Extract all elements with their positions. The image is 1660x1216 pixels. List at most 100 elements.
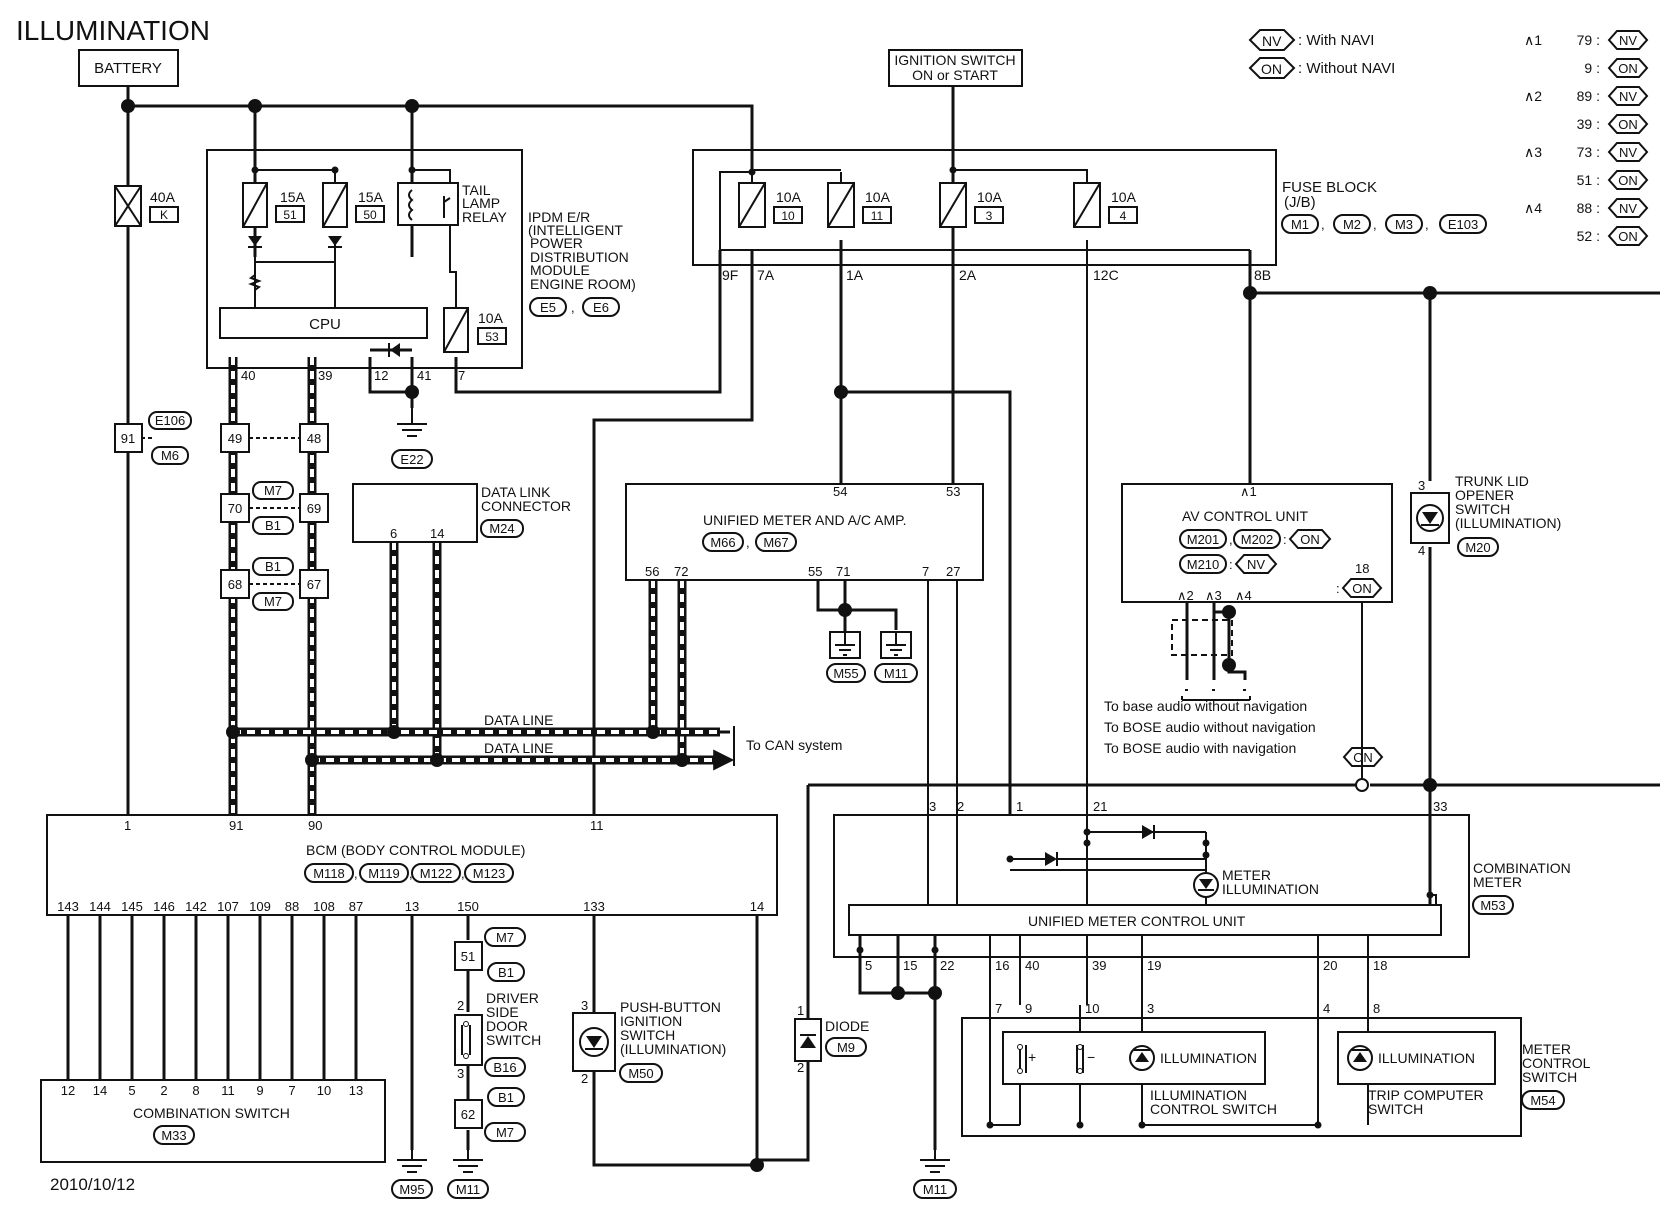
bcm-bottom-pin-109: 109	[249, 899, 271, 914]
bcm-conn-1: M119	[368, 866, 400, 881]
trunk-conn: M20	[1465, 540, 1490, 555]
legend-pin-5: 51 :	[1577, 172, 1600, 188]
fuse-block-name2: (J/B)	[1284, 194, 1316, 211]
door-conn-m7b: M7	[496, 1125, 514, 1140]
bcm-top-pin-91: 91	[229, 818, 243, 833]
av-conn-m201: M201	[1187, 532, 1220, 547]
cpu-label: CPU	[309, 316, 341, 333]
svg-text:POWER: POWER	[530, 235, 583, 251]
can-label: To CAN system	[746, 737, 842, 753]
small-splice-8	[1202, 839, 1210, 847]
ground-e22-label: E22	[400, 452, 423, 467]
legend-tag-6: NV	[1619, 201, 1637, 216]
svg-text:,: ,	[409, 866, 413, 881]
bcm-bottom-pin-133: 133	[583, 899, 605, 914]
comb-pin-2: 5	[128, 1083, 135, 1098]
fb-conn-3: E103	[1448, 217, 1478, 232]
trunk-name3: SWITCH	[1455, 501, 1510, 517]
bcm-bottom-pin-107: 107	[217, 899, 239, 914]
splice-11	[305, 753, 319, 767]
door-conn-b1a: B1	[498, 965, 514, 980]
mcs-pin-5: 8	[1373, 1001, 1380, 1016]
av-star3: ∧3	[1205, 588, 1222, 603]
splice-12	[430, 753, 444, 767]
bcm-conn-3: M123	[473, 866, 506, 881]
battery-label: BATTERY	[94, 60, 162, 77]
door-name4: SWITCH	[486, 1032, 541, 1048]
resistor-icon	[248, 274, 262, 291]
legend-pin-6: 88 :	[1577, 200, 1600, 216]
svg-text:70: 70	[228, 501, 242, 516]
legend-tag-4: NV	[1619, 145, 1637, 160]
ipdm-fuse1-rating: 15A	[280, 189, 306, 205]
joint-70	[220, 493, 250, 523]
joint-48	[299, 423, 329, 453]
meter-pin-3: 3	[929, 799, 936, 814]
mcs-pin-3: 3	[1147, 1001, 1154, 1016]
legend-nv-tag: NV	[1262, 33, 1282, 49]
trunk-pin-4: 4	[1418, 543, 1425, 558]
comb-pin-0: 12	[61, 1083, 75, 1098]
umac-pin-72: 72	[674, 564, 688, 579]
legend: NV : With NAVI ON : Without NAVI	[1248, 29, 1395, 79]
conn-e106: E106	[155, 413, 185, 428]
joint-69	[299, 493, 329, 523]
fb-fuse-rating-1: 10A	[865, 189, 891, 205]
splice-13	[675, 753, 689, 767]
splice-7	[838, 603, 852, 617]
svg-text:68: 68	[228, 577, 242, 592]
ground-e22-icon	[397, 408, 427, 437]
driver-door-switch	[454, 1014, 483, 1066]
comb-pin-5: 11	[221, 1083, 235, 1098]
conn-b1-a: B1	[265, 518, 281, 533]
meter-illumination-icon	[1199, 879, 1213, 889]
bcm-bottom-pin-142: 142	[185, 899, 207, 914]
relay-line3: RELAY	[462, 209, 508, 225]
ipdm-pin-12: 12	[374, 368, 388, 383]
unified-meter-control-unit	[848, 904, 1442, 936]
trunk-name1: TRUNK LID	[1455, 473, 1529, 489]
ground-m11-meter-icon	[920, 1150, 950, 1173]
splice-16	[891, 986, 905, 1000]
small-splice-9	[1202, 851, 1210, 859]
legend-tag-3: ON	[1618, 117, 1638, 132]
splice-9	[387, 725, 401, 739]
splice-10	[646, 725, 660, 739]
svg-text:,: ,	[1425, 217, 1429, 232]
push-led-icon	[586, 1036, 602, 1048]
splice-3	[405, 385, 419, 399]
svg-text::: :	[1336, 581, 1340, 596]
av-tag-nv: NV	[1247, 557, 1265, 572]
bcm-bottom-pin-87: 87	[349, 899, 363, 914]
splice-0	[121, 99, 135, 113]
ground-m55-label: M55	[833, 666, 858, 681]
splice-15	[750, 1158, 764, 1172]
small-splice-2	[408, 166, 416, 174]
ics-illumination-icon	[1135, 1052, 1149, 1062]
door-conn-m7a: M7	[496, 930, 514, 945]
umac-pin-71: 71	[836, 564, 850, 579]
battery-bus	[126, 85, 754, 815]
ipdm-to-7a	[454, 250, 722, 394]
trip-name2: SWITCH	[1368, 1101, 1423, 1117]
conn-m7-a: M7	[264, 483, 282, 498]
meter-bottom-pin-19: 19	[1147, 958, 1161, 973]
fb-fuse-rating-0: 10A	[776, 189, 802, 205]
legend-pin-2: 89 :	[1577, 88, 1600, 104]
splice-6	[834, 385, 848, 399]
svg-text:49: 49	[228, 431, 242, 446]
push-name3: SWITCH	[620, 1027, 675, 1043]
bcm-top-pin-11: 11	[590, 818, 604, 833]
bcm-top-pin-90: 90	[308, 818, 322, 833]
ipdm-pin-40: 40	[241, 368, 255, 383]
bcm-bottom-pin-13: 13	[405, 899, 419, 914]
splice-19	[1222, 658, 1236, 672]
diode-pin-2: 2	[797, 1060, 804, 1075]
relay-line2: LAMP	[462, 195, 500, 211]
fb-pin-1a: 1A	[846, 267, 864, 283]
mcs-pin-1: 9	[1025, 1001, 1032, 1016]
comb-switch-name: COMBINATION SWITCH	[133, 1105, 290, 1121]
small-splice-14	[1076, 1121, 1084, 1129]
legend-tag-7: ON	[1618, 229, 1638, 244]
meter-pin-21: 21	[1093, 799, 1107, 814]
